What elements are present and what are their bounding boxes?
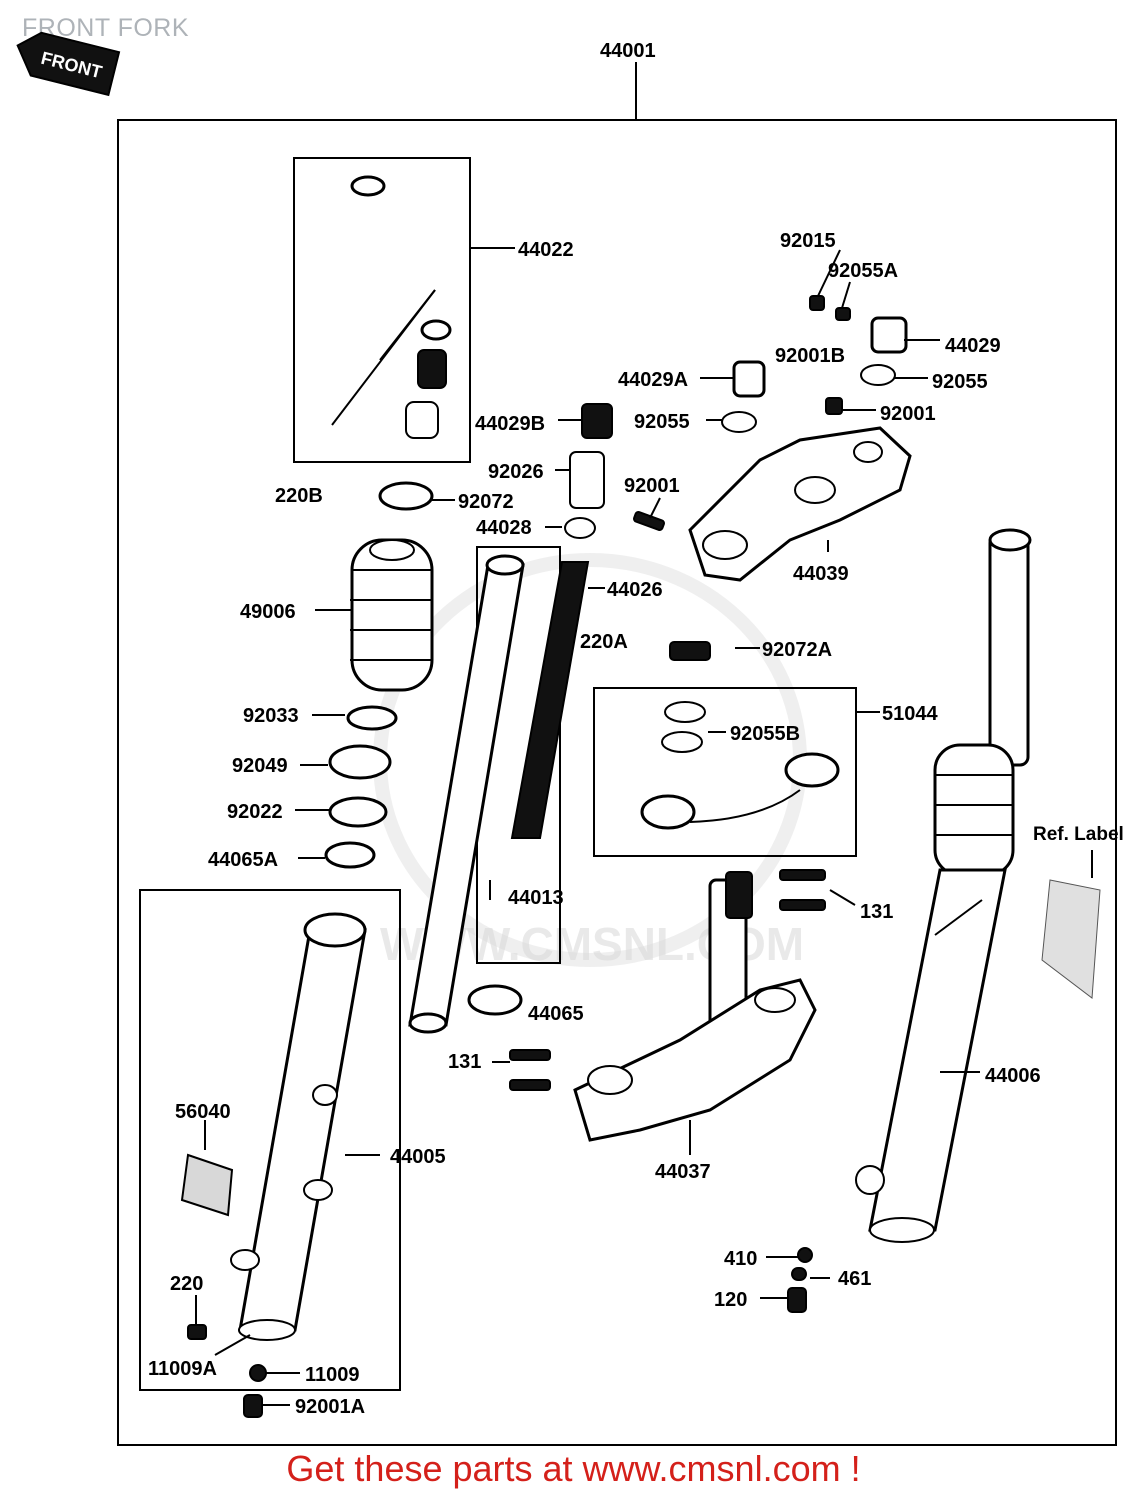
callout-131-a: 131 (860, 901, 893, 923)
assembly-frame (117, 119, 1117, 1446)
callout-92055-b: 92055 (634, 411, 690, 433)
part-44006-right-fork-leg (855, 528, 1032, 1243)
callout-44065: 44065 (528, 1003, 584, 1025)
callout-92033: 92033 (243, 705, 299, 727)
callout-44028: 44028 (476, 517, 532, 539)
callout-44005: 44005 (390, 1146, 446, 1168)
callout-220A: 220A (580, 631, 628, 653)
callout-220B: 220B (275, 485, 323, 507)
part-49006-dust-boot (350, 481, 434, 692)
callout-92001A: 92001A (295, 1396, 365, 1418)
callout-44037: 44037 (655, 1161, 711, 1183)
callout-92026: 92026 (488, 461, 544, 483)
part-44065-guide-bushing (467, 984, 523, 1016)
callout-11009: 11009 (305, 1364, 360, 1386)
callout-44029B: 44029B (475, 413, 545, 435)
callout-92001: 92001 (880, 403, 936, 425)
callout-44029A: 44029A (618, 369, 688, 391)
part-44026-fork-spring (510, 561, 590, 839)
callout-410: 410 (724, 1248, 757, 1270)
callout-44001: 44001 (600, 40, 656, 62)
callout-92055A: 92055A (828, 260, 898, 282)
callout-92001B: 92001B (775, 345, 845, 367)
callout-56040: 56040 (175, 1101, 231, 1123)
part-ref-label (1041, 879, 1101, 999)
callout-220: 220 (170, 1273, 203, 1295)
callout-11009A: 11009A (148, 1358, 217, 1380)
callout-461: 461 (838, 1268, 871, 1290)
callout-92055B: 92055B (730, 723, 800, 745)
callout-ref-label: Ref. Label (1033, 824, 1124, 845)
part-44022-damper-rod (318, 175, 452, 439)
callout-92022: 92022 (227, 801, 283, 823)
callout-44006: 44006 (985, 1065, 1041, 1087)
leader-lines (195, 249, 1093, 1406)
callout-44013: 44013 (508, 887, 564, 909)
subassembly-frame-44022 (293, 157, 471, 463)
callout-44026: 44026 (607, 579, 663, 601)
front-badge: FRONT (16, 31, 121, 97)
callout-49006: 49006 (240, 601, 296, 623)
subassembly-frame-44005 (139, 889, 401, 1391)
part-44039-upper-bracket (633, 426, 912, 582)
callout-44039: 44039 (793, 563, 849, 585)
callout-44029: 44029 (945, 335, 1001, 357)
callout-92072: 92072 (458, 491, 514, 513)
part-bottom-bolts (187, 1247, 813, 1418)
callout-120: 120 (714, 1289, 747, 1311)
callout-92055: 92055 (932, 371, 988, 393)
callout-92001-b: 92001 (624, 475, 680, 497)
get-parts-link[interactable]: Get these parts at www.cmsnl.com ! (286, 1448, 861, 1489)
part-44013-inner-tube (408, 554, 525, 1034)
callout-labels: 44001 44022 92015 92055A 92001B 44029 92… (148, 40, 1124, 1418)
callout-44065A: 44065A (208, 849, 278, 871)
callout-51044: 51044 (882, 703, 938, 725)
part-44005-left-fork-leg (230, 912, 367, 1341)
callout-92015: 92015 (780, 230, 836, 252)
part-56040-warning-label (180, 1153, 234, 1217)
part-44029-cap-bolts (564, 295, 908, 539)
callout-92072A: 92072A (762, 639, 832, 661)
subassembly-frame-51044 (593, 687, 857, 857)
part-92033-92049-seals (324, 705, 398, 869)
callout-92049: 92049 (232, 755, 288, 777)
part-44037-stem-lower-bracket (573, 871, 817, 1142)
part-51044-guide-bushings (640, 701, 840, 830)
callout-44022: 44022 (518, 239, 574, 261)
callout-131-b: 131 (448, 1051, 481, 1073)
part-131-bolts (509, 869, 826, 1091)
